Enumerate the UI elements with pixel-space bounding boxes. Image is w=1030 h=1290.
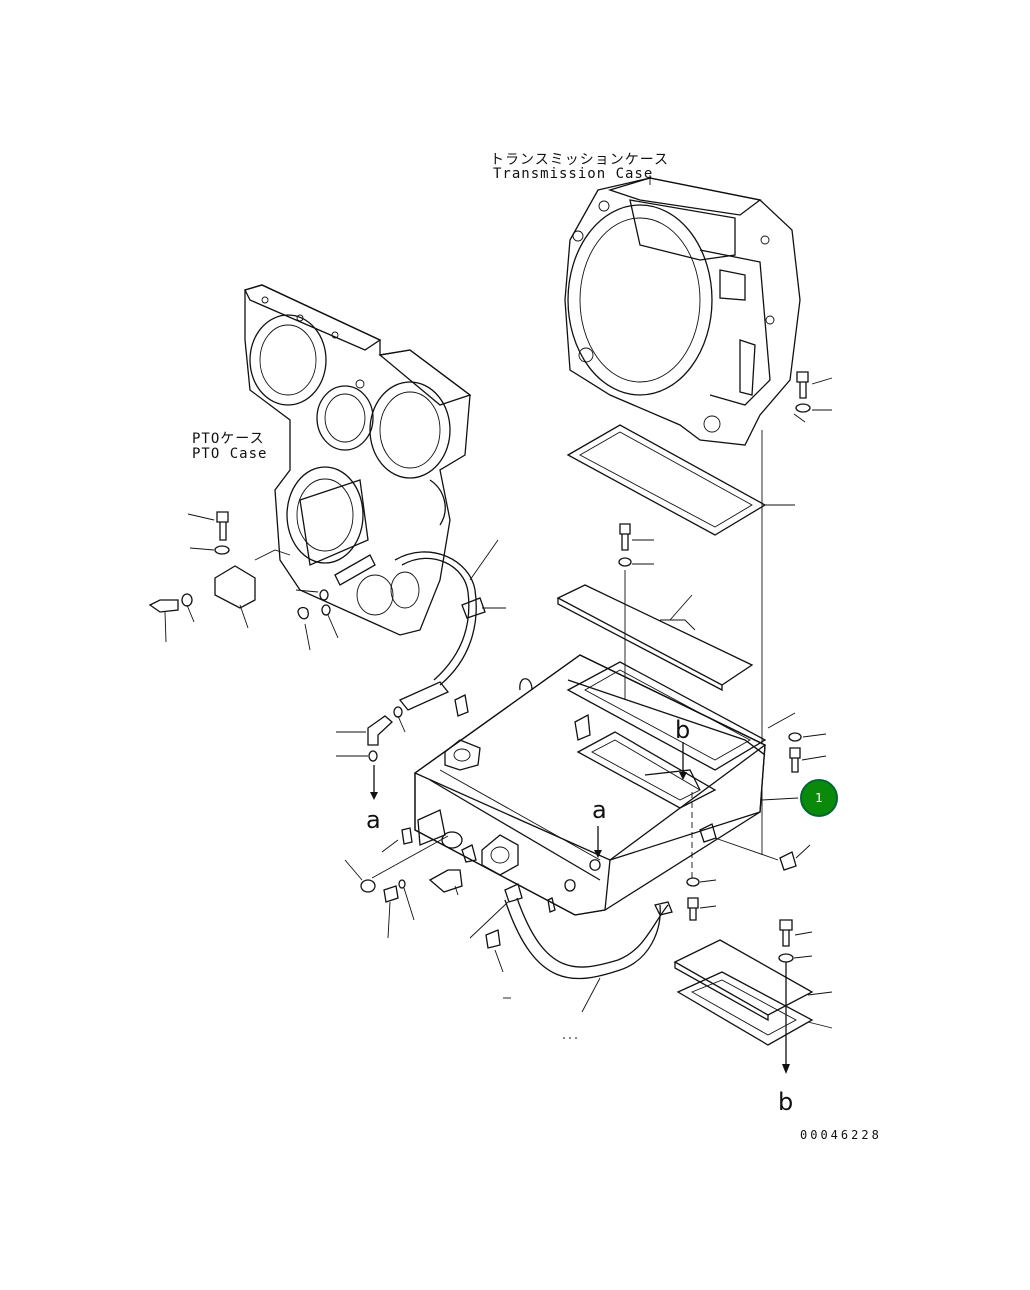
- pto-bracket-parts: [148, 511, 339, 651]
- bottom-cover-plates: [673, 919, 833, 1074]
- oil-pan-housing: [413, 654, 767, 916]
- transmission-bolts: [793, 371, 833, 423]
- pto-case-label-jp: PTOケース: [192, 431, 265, 447]
- top-cover-plate: [556, 523, 754, 700]
- arrow-label-a-left: a: [366, 806, 381, 834]
- flexible-oil-hose: [469, 883, 673, 1039]
- elbow-fitting: [336, 715, 393, 800]
- transmission-case-drawing: [564, 175, 801, 446]
- pto-oil-pipe: [393, 539, 506, 733]
- housing-right-parts: [686, 712, 827, 921]
- pan-top-gaskets: [566, 661, 767, 809]
- arrow-label-b-bottom: b: [778, 1088, 794, 1116]
- arrow-label-b-top: b: [675, 716, 691, 744]
- arrow-label-a-center: a: [592, 796, 607, 824]
- callout-badge-1[interactable]: 1: [800, 779, 838, 817]
- housing-left-fittings: [344, 809, 602, 939]
- transmission-case-label-jp: トランスミッションケース: [490, 152, 670, 168]
- arrow-b-top: [679, 742, 687, 780]
- transmission-case-label-en: Transmission Case: [493, 166, 654, 182]
- drawing-number: 00046228: [800, 1128, 882, 1142]
- pto-case-label-en: PTO Case: [192, 446, 268, 462]
- transmission-gasket: [566, 424, 795, 536]
- pto-case-drawing: [244, 284, 472, 636]
